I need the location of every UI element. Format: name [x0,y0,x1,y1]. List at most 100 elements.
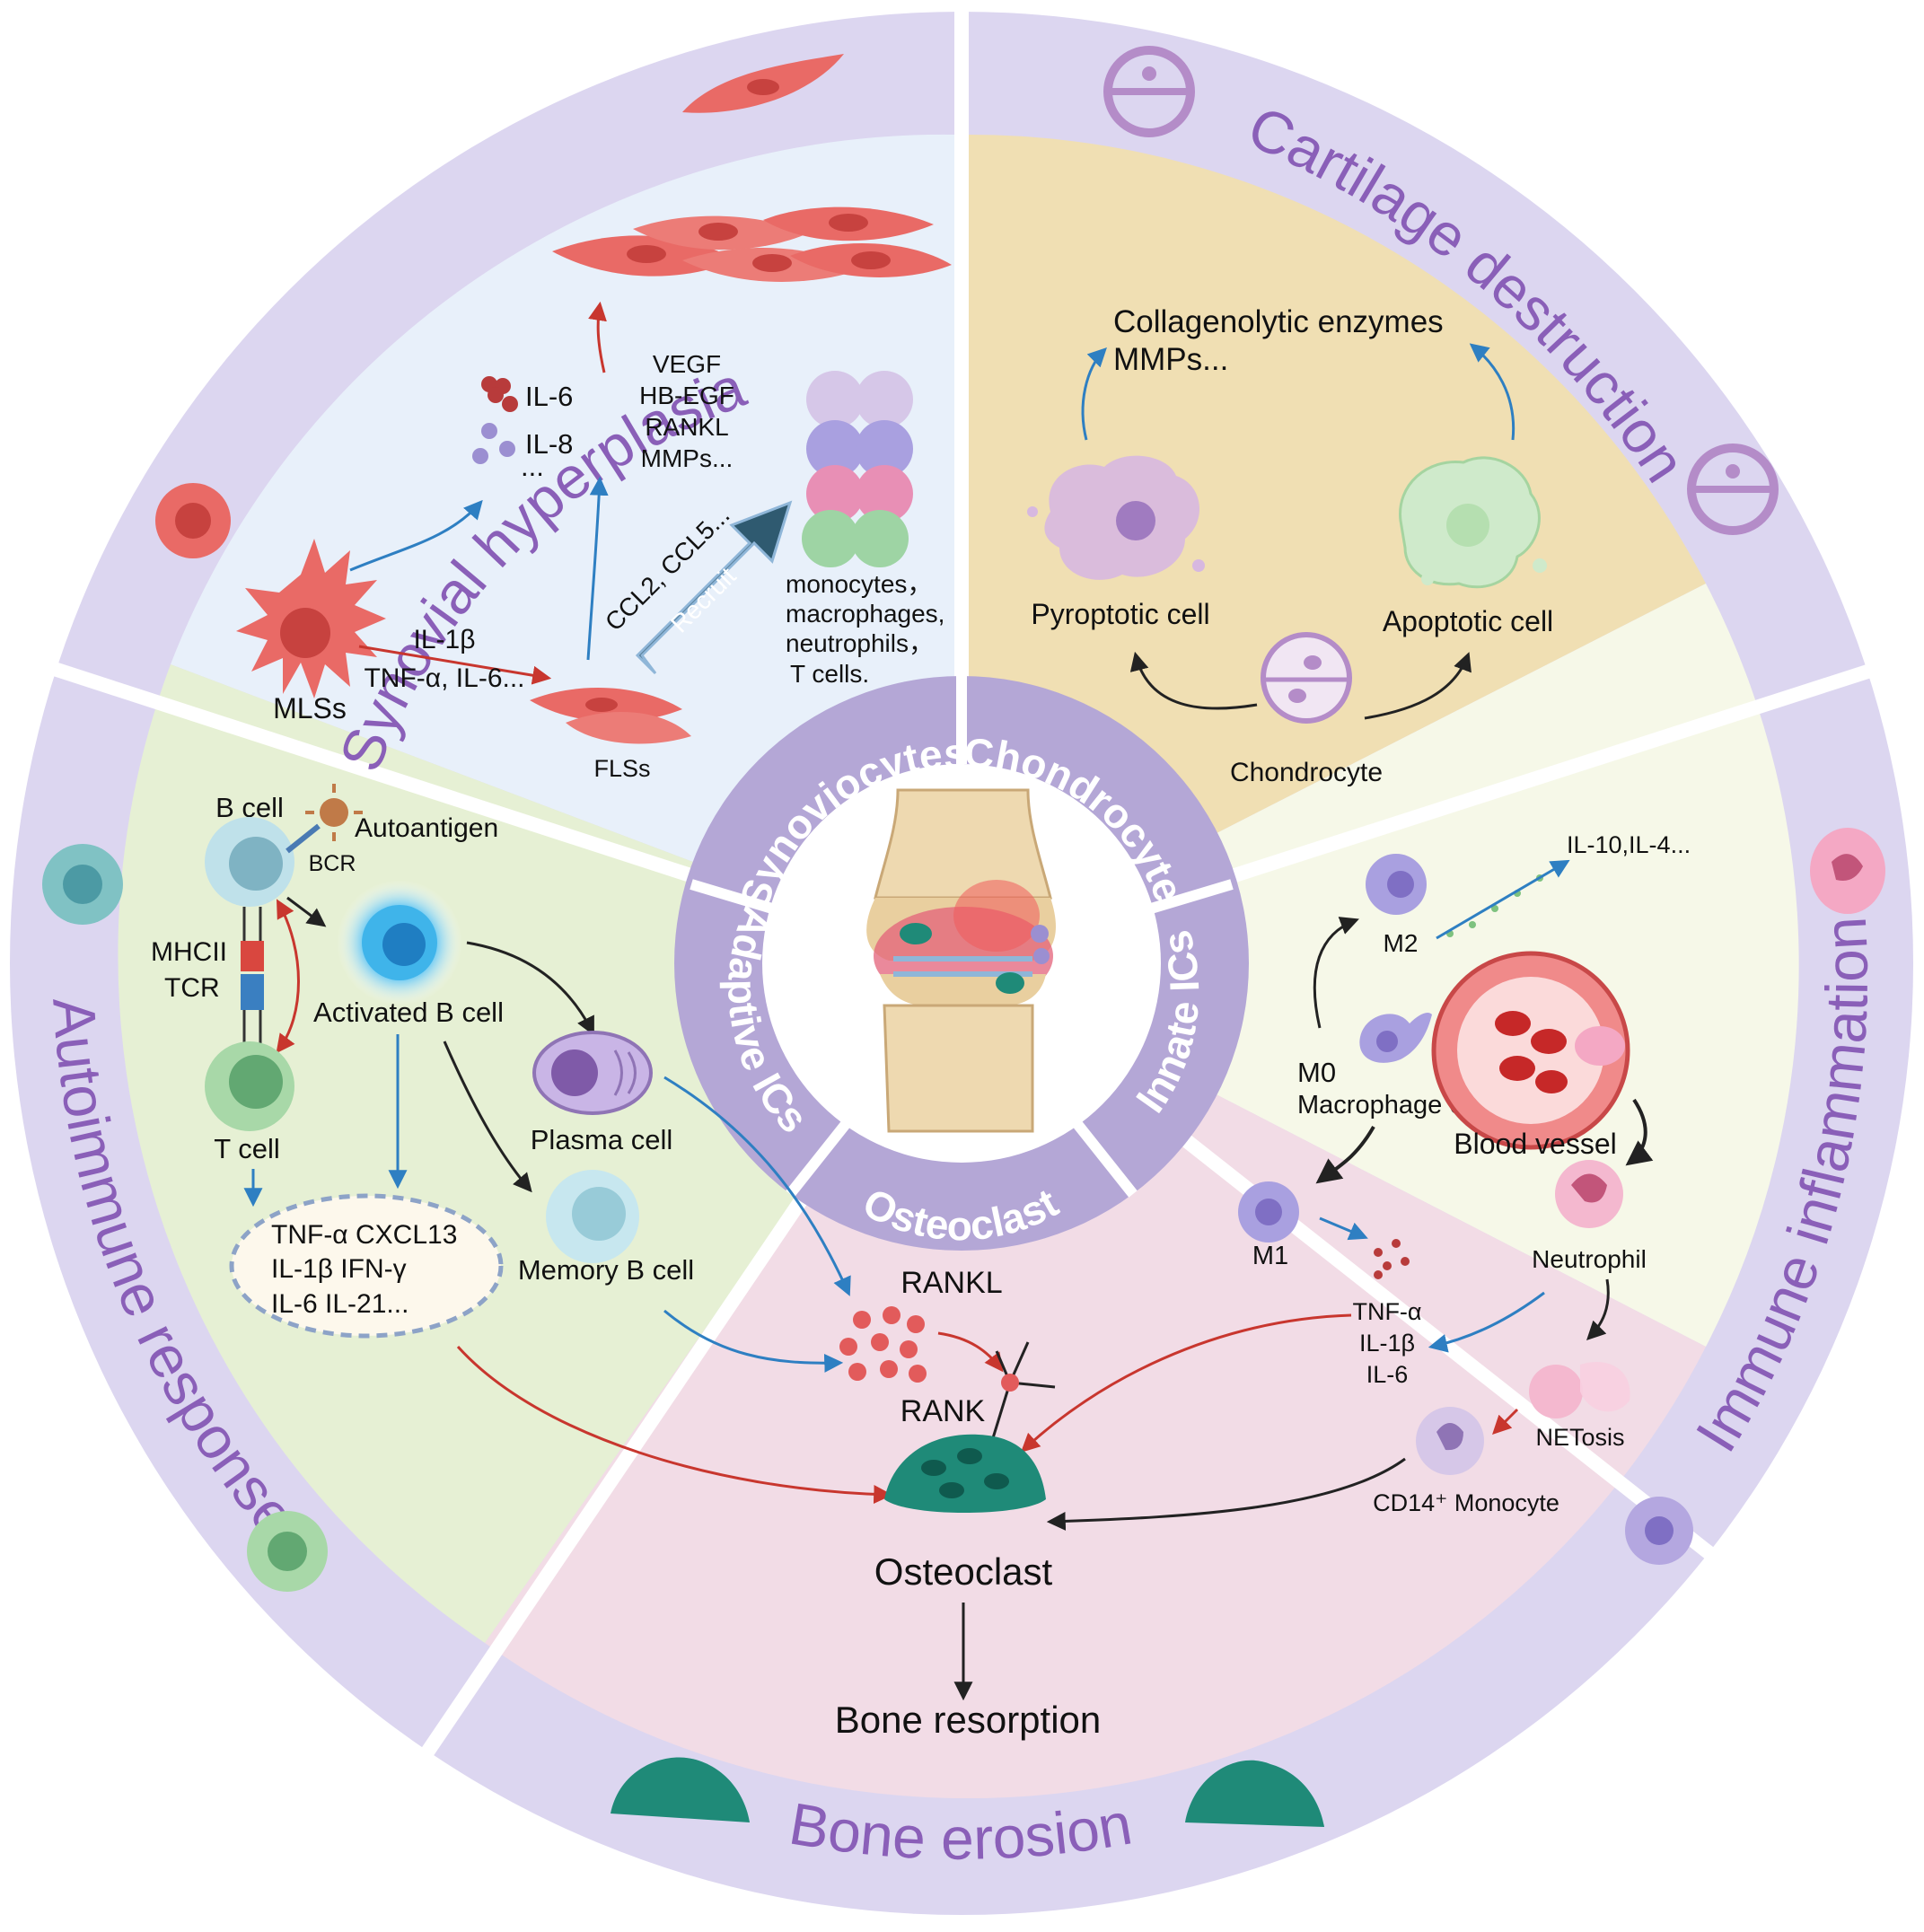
arrow-netosis-to-monocyte [1492,1408,1519,1435]
label-t-cell: T cell [214,1133,280,1164]
m1-cytokine-dots [1374,1239,1410,1279]
arrow-rankl-to-rank [937,1331,1004,1373]
cytokine-row-2: IL-1β IFN-γ [271,1254,407,1284]
label-memory-b: Memory B cell [518,1254,694,1286]
osteoclast-icon-bottom-left [611,1757,750,1822]
recruited-neutrophils: neutrophils， [786,629,934,657]
factor-rankl: RANKL [645,413,728,441]
arrow-neutrophil-to-cytokines [1428,1291,1545,1353]
bcell-icon-left [42,844,123,925]
recruited-tcells: T cells. [790,660,869,688]
arrow-apoptotic-to-enzymes [1469,343,1515,441]
label-mmps: MMPs... [1113,342,1228,377]
label-anti-cytokines: IL-10,IL-4... [1567,831,1691,858]
t-cell [205,1041,294,1131]
ring-decoration-cells [42,46,1885,1827]
il6-dots [481,376,518,412]
netosis-cell [1529,1361,1630,1418]
cytokine-bubble [229,1193,504,1339]
label-il6-immune: IL-6 [1366,1361,1409,1388]
macrophage-icon-left [155,483,231,558]
bcr-receptor [286,823,321,854]
osteoclast-icon-bottom-right [1185,1760,1324,1827]
chondrocyte-icon-top [1103,46,1195,137]
memory-b-cell [546,1170,639,1263]
factor-hb-egf: HB-EGF [639,382,734,409]
recruited-cells [802,371,913,567]
label-osteoclast: Osteoclast [874,1550,1053,1593]
m0-macrophage [1359,1013,1432,1063]
knee-joint-illustration [866,788,1056,1133]
m2-macrophage [1366,854,1427,915]
arrow-b-to-activated [286,896,327,927]
plasma-cell [532,1031,653,1115]
label-netosis: NETosis [1535,1424,1624,1451]
label-pyroptotic: Pyroptotic cell [1031,598,1209,630]
cytokine-row-1: TNF-α CXCL13 [271,1220,457,1250]
label-activated-b: Activated B cell [313,997,504,1028]
arrow-factors-to-fibroblasts [588,301,607,373]
label-mhcii: MHCII [151,937,227,967]
arrow-m0-to-m2 [1313,917,1359,1029]
macrophage-icon-right [1625,1497,1693,1565]
arrow-activated-to-memory [443,1041,532,1193]
label-macrophage0: Macrophage 0 [1297,1091,1463,1120]
arrow-plasma-to-rankl [663,1076,851,1296]
m1-macrophage [1238,1181,1299,1243]
cd14-monocyte [1416,1407,1484,1475]
label-il1b-immune: IL-1β [1359,1330,1415,1357]
neutrophil-cell [1555,1160,1623,1228]
rank-receptor [990,1341,1056,1442]
neutrophil-icon-right [1810,828,1885,914]
label-mlss: MLSs [273,692,347,724]
recruited-monocytes: monocytes， [786,570,932,598]
arrow-m0-to-m1 [1315,1126,1375,1184]
pyroptotic-cell [1027,455,1205,580]
label-il-ellipsis: ... [521,451,544,482]
label-bcr: BCR [309,851,356,876]
cytokine-row-3: IL-6 IL-21... [271,1289,409,1319]
arrow-chondrocyte-to-apoptotic [1364,652,1472,720]
label-flss: FLSs [593,755,650,782]
arrow-mls-to-il [349,499,483,572]
arrow-activated-to-plasma [466,941,594,1036]
label-rankl: RANKL [901,1266,1002,1300]
fls-cells [530,688,691,744]
label-rank: RANK [901,1394,986,1428]
il8-dots [472,423,515,464]
label-cd14-monocyte: CD14⁺ Monocyte [1373,1489,1559,1516]
autoantigen [305,784,363,841]
arrow-b-t-interaction [276,899,300,1054]
immune-sector-content: M2 IL-10,IL-4... M0 Macrophage 0 Blood v… [1020,831,1691,1531]
label-il8: IL-8 [525,428,573,460]
label-tcr: TCR [164,973,220,1003]
label-blood-vessel: Blood vessel [1454,1128,1616,1160]
label-tnf-il6: TNF-α, IL-6... [364,663,524,693]
label-m0: M0 [1297,1057,1336,1088]
bone-sector-content: RANKL RANK Osteoclast Bone resorption [835,1266,1102,1741]
arrow-pyroptotic-to-enzymes [1081,347,1107,441]
rankl-dots [839,1306,927,1383]
activated-b-cell [337,880,462,1006]
arrow-neutrophil-to-netosis [1586,1278,1610,1340]
factor-mmps: MMPs... [641,444,734,472]
chondrocyte-cell [1261,632,1352,724]
b-cell [205,817,294,907]
label-neutrophil: Neutrophil [1532,1245,1647,1273]
arrow-m2-secretion [1436,859,1570,940]
factor-list: VEGF HB-EGF RANKL MMPs... [639,350,734,472]
arrow-chondrocyte-to-pyroptotic [1129,651,1258,710]
mhc-tcr-complex [241,907,264,1046]
recruited-macrophages: macrophages, [786,600,944,628]
arrow-cytokines-to-osteoclast-left [456,1345,893,1505]
autoimmune-sector-content: B cell Autoantigen BCR MHCII TCR T cell … [151,784,893,1505]
label-il6: IL-6 [525,381,573,412]
factor-vegf: VEGF [653,350,721,378]
label-il1b: IL-1β [414,625,476,654]
label-m1: M1 [1252,1242,1288,1270]
fibroblast-icon-top [682,54,844,113]
label-m2: M2 [1384,929,1419,957]
label-tnf: TNF-α [1352,1298,1421,1325]
